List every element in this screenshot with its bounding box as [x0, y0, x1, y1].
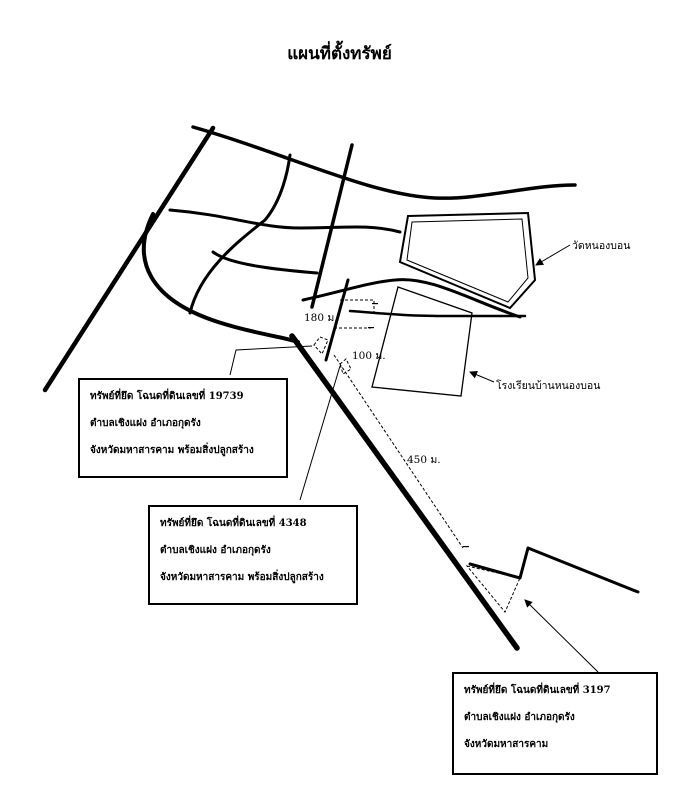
deed-number: ทรัพย์ที่ยึด โฉนดที่ดินเลขที่ 4348 — [160, 518, 307, 529]
temple-arrow — [535, 244, 571, 266]
temple-boundary — [398, 211, 537, 310]
dimension-180m — [340, 299, 375, 313]
road-main-south — [289, 333, 520, 651]
distance-180m: 180 ม. — [304, 312, 338, 324]
leader-4348 — [299, 365, 341, 501]
deed-number: ทรัพย์ที่ยึด โฉนดที่ดินเลขที่ 3197 — [464, 685, 611, 696]
tick-mark — [372, 303, 378, 305]
school-boundary — [371, 286, 473, 397]
property-box-19739: ทรัพย์ที่ยึด โฉนดที่ดินเลขที่ 19739 ตำบล… — [78, 378, 288, 478]
road-center-north — [310, 143, 354, 309]
deed-number: ทรัพย์ที่ยึด โฉนดที่ดินเลขที่ 19739 — [90, 391, 244, 402]
temple-boundary-inner — [406, 218, 529, 303]
road-top — [191, 125, 577, 200]
parcel-3197 — [465, 565, 521, 613]
map-title: แผนที่ตั้งทรัพย์ — [287, 44, 392, 64]
tick-mark — [463, 546, 469, 548]
property-box-3197: ทรัพย์ที่ยึด โฉนดที่ดินเลขที่ 3197 ตำบลเ… — [452, 672, 658, 775]
parcel-3197-arrow — [524, 599, 599, 673]
school-arrow — [469, 371, 495, 383]
distance-450m: 450 ม. — [407, 454, 441, 466]
school-label: โรงเรียนบ้านหนองบอน — [496, 380, 601, 392]
province-text: จังหวัดมหาสารคาม พร้อมสิ่งปลูกสร้าง — [160, 572, 324, 583]
property-box-4348: ทรัพย์ที่ยึด โฉนดที่ดินเลขที่ 4348 ตำบลเ… — [148, 505, 358, 605]
road-school-east — [348, 309, 527, 318]
dimension-450m — [333, 354, 464, 549]
road-diagonal-left — [42, 125, 216, 393]
road-school-spur — [324, 278, 350, 362]
road-upper-connector — [168, 208, 402, 234]
road-school — [301, 278, 522, 319]
road-inner-middle — [211, 250, 319, 275]
province-text: จังหวัดมหาสารคาม — [464, 739, 549, 750]
distance-100m: 100 ม. — [352, 350, 386, 362]
tick-mark — [368, 327, 374, 329]
leader-19739 — [229, 345, 313, 376]
road-inner-left — [188, 153, 292, 315]
parcel-19739 — [313, 336, 329, 355]
parcel-4348 — [339, 358, 352, 375]
road-east — [468, 546, 640, 594]
district-text: ตำบลเชิงแฝง อำเภอกุดรัง — [160, 545, 271, 556]
district-text: ตำบลเชิงแฝง อำเภอกุดรัง — [464, 712, 575, 723]
road-curve-west — [142, 212, 300, 344]
temple-label: วัดหนองบอน — [572, 240, 631, 252]
district-text: ตำบลเชิงแฝง อำเภอกุดรัง — [90, 418, 201, 429]
province-text: จังหวัดมหาสารคาม พร้อมสิ่งปลูกสร้าง — [90, 445, 254, 456]
